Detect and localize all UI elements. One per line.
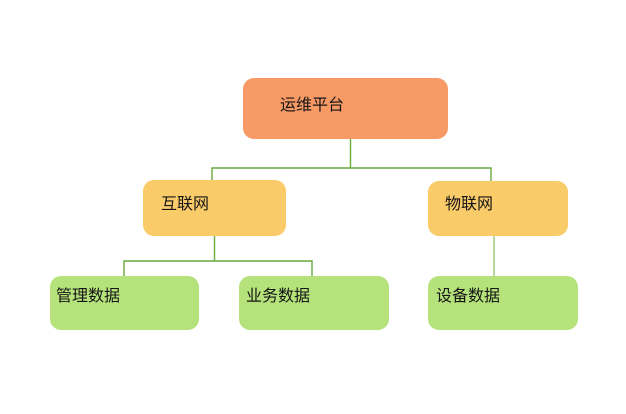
node-management-data-label: 管理数据 — [56, 288, 121, 305]
node-device-data: 设备数据 — [428, 276, 578, 330]
node-business-data-label: 业务数据 — [246, 288, 311, 305]
node-business-data: 业务数据 — [239, 276, 389, 330]
connector-internet-bracket — [123, 260, 313, 276]
node-ops-platform-label: 运维平台 — [280, 97, 345, 114]
node-internet-label: 互联网 — [161, 196, 210, 213]
node-iot: 物联网 — [428, 181, 568, 236]
node-ops-platform: 运维平台 — [243, 78, 448, 139]
node-device-data-label: 设备数据 — [436, 288, 501, 305]
node-internet: 互联网 — [143, 180, 286, 236]
node-iot-label: 物联网 — [445, 196, 494, 213]
connector-root-bracket — [211, 167, 492, 181]
node-management-data: 管理数据 — [50, 276, 199, 330]
